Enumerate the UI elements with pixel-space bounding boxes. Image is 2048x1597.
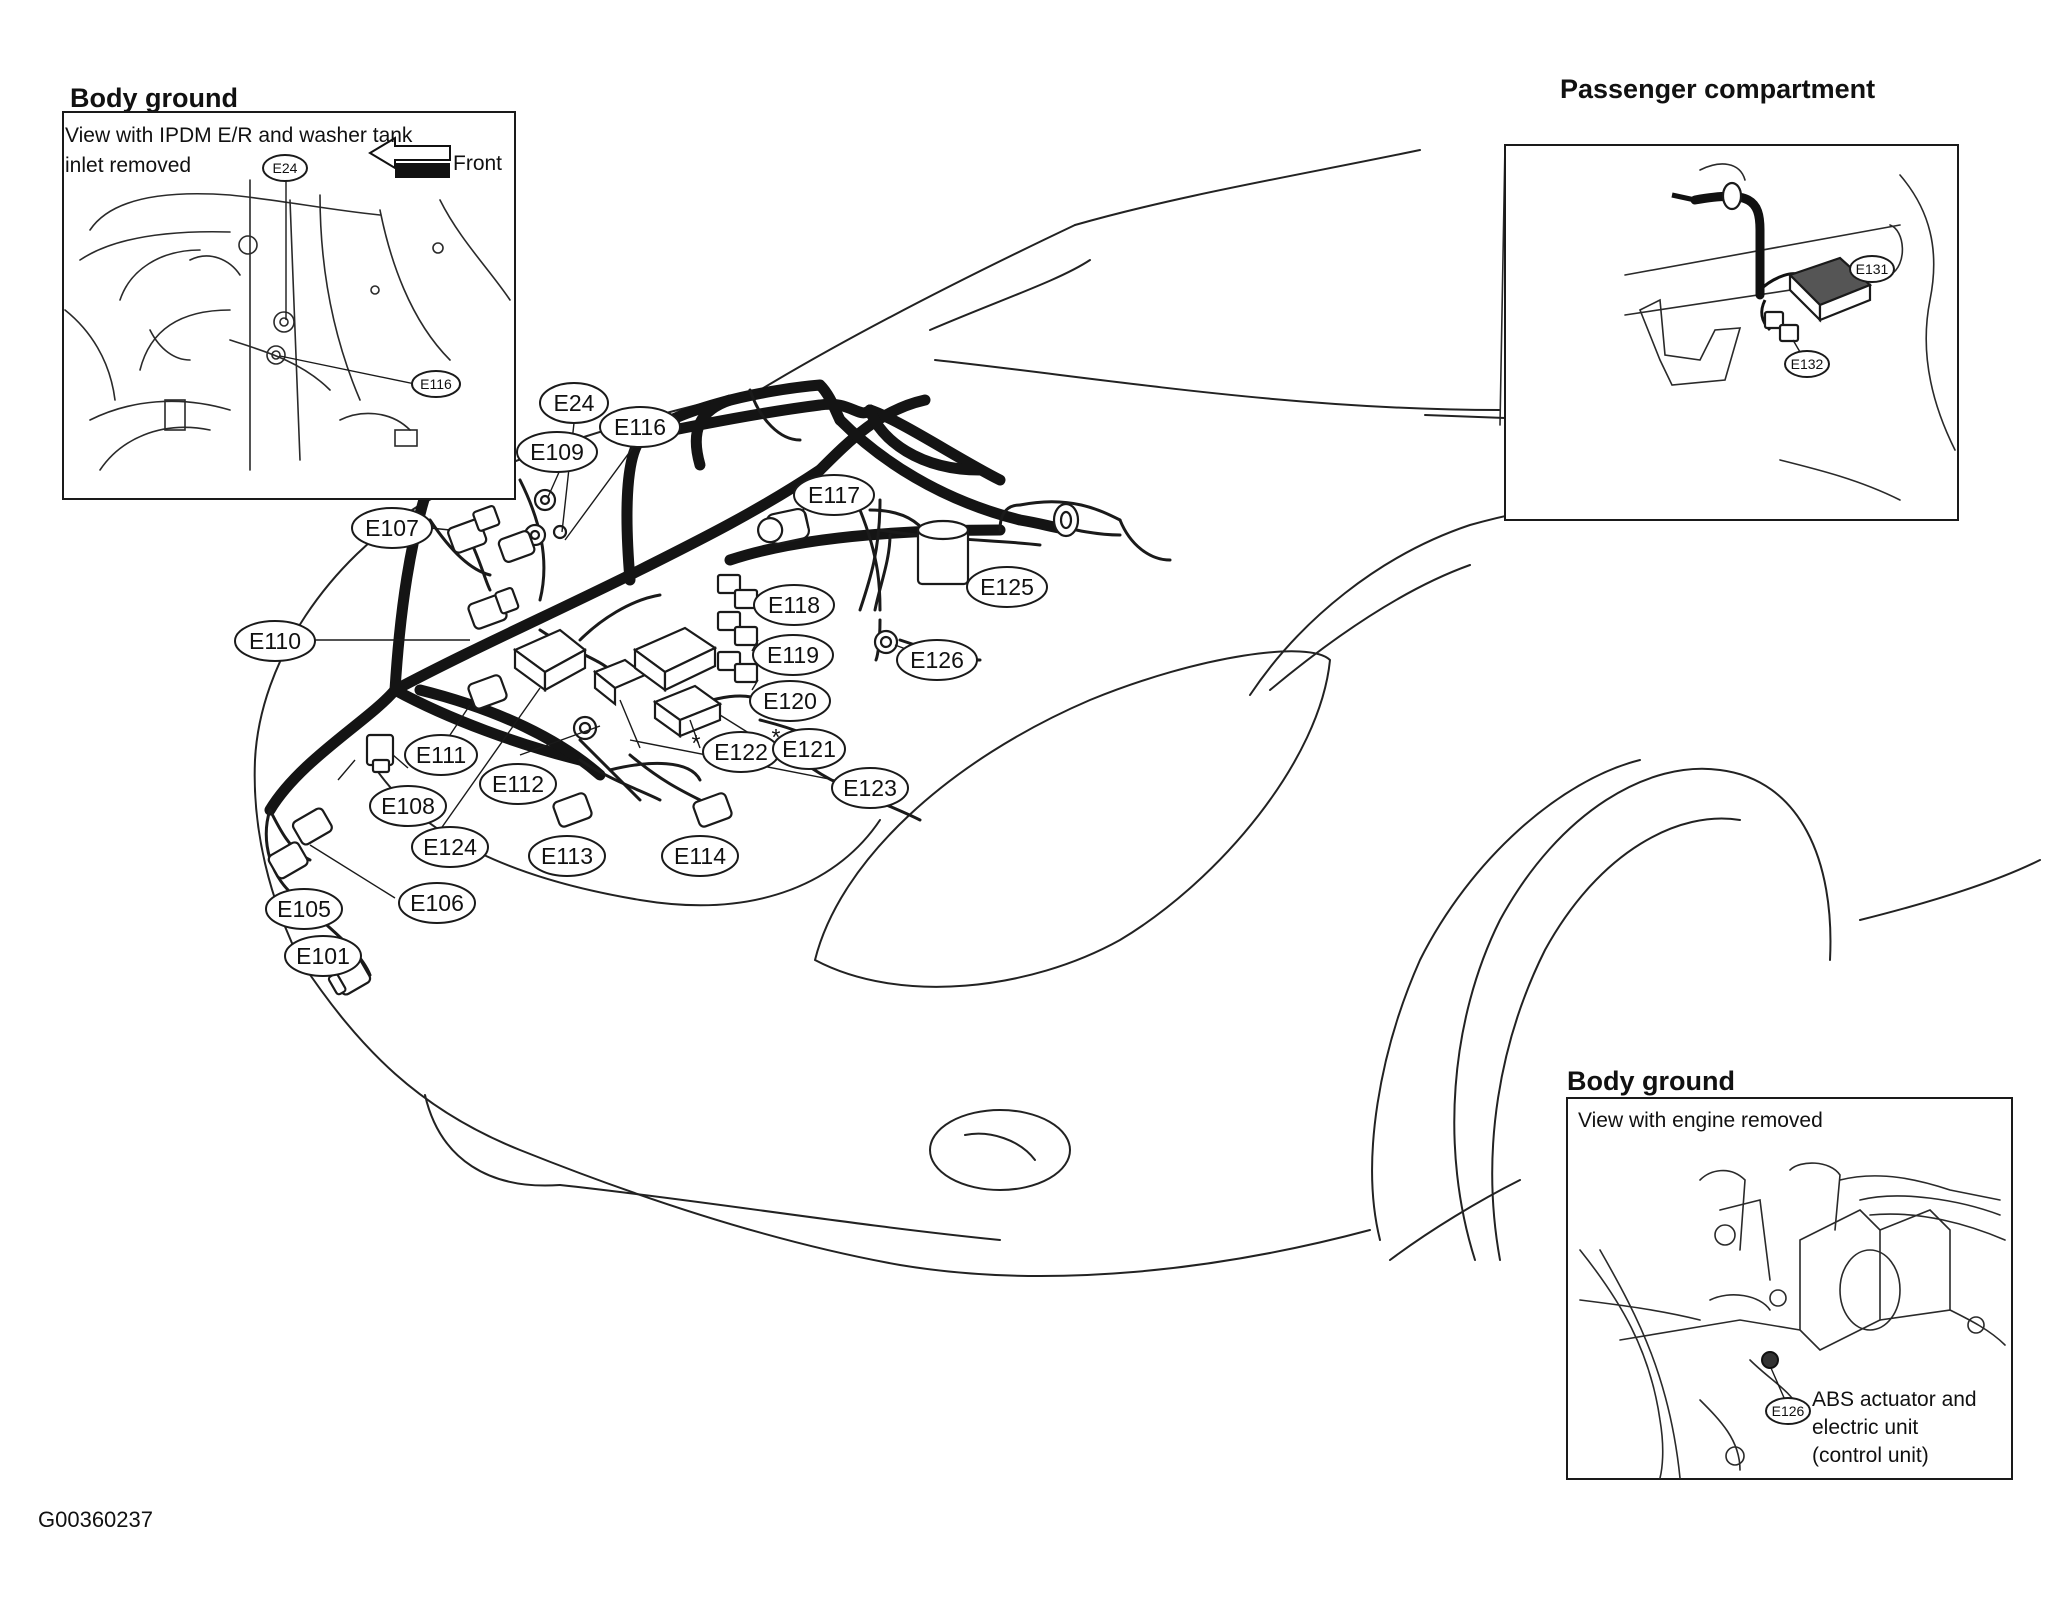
callout-label: E116 <box>420 376 452 392</box>
callout-label: E122 <box>714 739 768 765</box>
callout-label: E125 <box>980 574 1034 600</box>
callout-label: E118 <box>768 592 820 618</box>
callout-E113: E113 <box>528 835 606 877</box>
callout-E122: * E122 <box>692 730 780 773</box>
callout-E125: E125 <box>966 566 1048 608</box>
callout-label: E114 <box>674 843 726 869</box>
callout-label: E126 <box>1772 1403 1805 1419</box>
inset-caption-line2: inlet removed <box>65 154 191 177</box>
abs-note-line1: ABS actuator and <box>1812 1388 1977 1411</box>
callout-label: E120 <box>763 688 817 714</box>
callout-E24: E24 <box>539 382 609 424</box>
callout-E106: E106 <box>398 882 476 924</box>
callout-label: E106 <box>410 890 464 916</box>
callout-E111: E111 <box>404 734 478 776</box>
callout-label: E131 <box>1856 261 1889 277</box>
callout-E105: E105 <box>265 888 343 930</box>
callout-E109: E109 <box>516 431 598 473</box>
inset-callout-E116: E116 <box>411 370 461 398</box>
callout-label: E123 <box>843 775 897 801</box>
callout-label: E108 <box>381 793 435 819</box>
callout-E117: E117 <box>793 474 875 516</box>
callout-label: E112 <box>492 771 544 797</box>
callout-E119: E119 <box>752 634 834 676</box>
callout-E108: E108 <box>369 785 447 827</box>
inset-title: Body ground <box>70 83 238 113</box>
callout-label: E121 <box>782 736 836 762</box>
main-callouts: E24 E116 E109 E107 E117 E125 E118 E126 <box>234 382 1048 977</box>
callout-label: E101 <box>296 943 350 969</box>
inset-callout-E126: E126 <box>1765 1397 1811 1425</box>
asterisk-mark: * <box>772 724 781 750</box>
callout-label: E117 <box>808 482 860 508</box>
inset-callout-E131: E131 <box>1849 255 1895 283</box>
callout-label: E132 <box>1791 356 1824 372</box>
inset-callout-E132: E132 <box>1784 350 1830 378</box>
inset-title: Body ground <box>1567 1066 1735 1096</box>
inset-passenger-compartment: Passenger compartment E131 <box>1424 74 1959 521</box>
callout-E124: E124 <box>411 826 489 868</box>
callout-E101: E101 <box>284 935 362 977</box>
callout-E121: * E121 <box>772 724 846 770</box>
callout-label: E24 <box>273 160 298 176</box>
callout-label: E107 <box>365 515 419 541</box>
callout-E123: E123 <box>831 767 909 809</box>
callout-label: E126 <box>910 647 964 673</box>
callout-E126: E126 <box>896 639 978 681</box>
callout-label: E124 <box>423 834 477 860</box>
callout-label: E113 <box>541 843 593 869</box>
callout-E120: E120 <box>749 680 831 722</box>
inset-title: Passenger compartment <box>1560 74 1875 104</box>
front-arrow-icon <box>368 136 451 178</box>
connector-bodies <box>267 488 1080 996</box>
leader-lines <box>309 422 931 899</box>
callout-E116: E116 <box>599 406 681 448</box>
inset-sketch <box>1579 1162 2006 1479</box>
car-body-outline <box>253 149 2041 1278</box>
callout-label: E110 <box>249 628 301 654</box>
callout-E114: E114 <box>661 835 739 877</box>
callout-E118: E118 <box>753 584 835 626</box>
abs-note-line3: (control unit) <box>1812 1444 1929 1467</box>
inset-caption: View with engine removed <box>1578 1109 1823 1132</box>
asterisk-mark: * <box>692 730 701 756</box>
callout-label: E105 <box>277 896 331 922</box>
inset-body-ground-bottom: Body ground View with <box>1566 1066 2013 1480</box>
callout-label: E116 <box>614 414 666 440</box>
callout-label: E119 <box>767 642 819 668</box>
callout-label: E109 <box>530 439 584 465</box>
callout-E107: E107 <box>351 507 433 549</box>
inset-sketch <box>64 179 511 471</box>
callout-label: E24 <box>554 390 595 416</box>
direction-label: Front <box>453 152 502 175</box>
inset-body-ground-top: Body ground <box>62 83 516 500</box>
abs-note-line2: electric unit <box>1812 1416 1918 1439</box>
callout-E112: E112 <box>479 763 557 805</box>
callout-E110: E110 <box>234 620 316 662</box>
callout-label: E111 <box>416 742 466 768</box>
inset-callout-E24: E24 <box>262 154 308 182</box>
figure-code: G00360237 <box>38 1507 153 1532</box>
inset-caption-line1: View with IPDM E/R and washer tank <box>65 124 413 147</box>
